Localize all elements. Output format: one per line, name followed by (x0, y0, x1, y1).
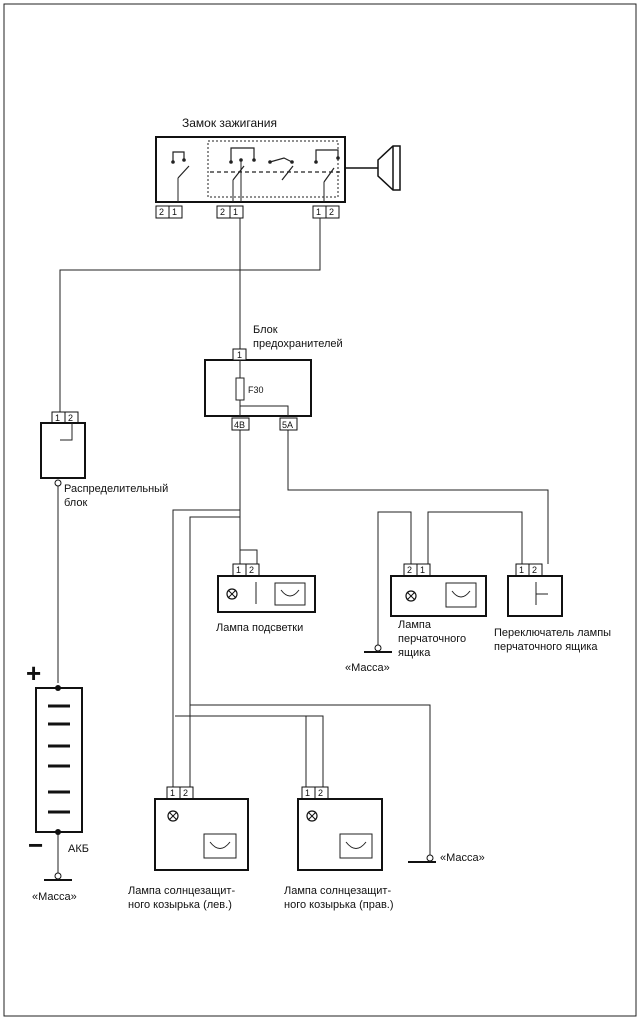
wires (57, 218, 549, 873)
pin-label: 1 (233, 207, 238, 217)
visor-right-label-1: Лампа солнцезащит- (284, 885, 392, 897)
glovebox-lamp (390, 563, 487, 617)
pin-label: 2 (532, 565, 537, 575)
ground-label-visors: «Масса» (440, 852, 485, 864)
pin-label: 2 (68, 413, 73, 423)
visor-lamp-right (297, 786, 383, 871)
pin-label: 1 (519, 565, 524, 575)
pin-label: 1 (305, 788, 310, 798)
battery (35, 685, 83, 835)
distribution-block (40, 411, 86, 487)
battery-plus: + (26, 658, 42, 688)
fuse-block (204, 348, 312, 431)
glovebox-lamp-label-1: Лампа (398, 619, 431, 631)
distrib-label-1: Распределительный (64, 483, 169, 495)
battery-label: АКБ (68, 843, 89, 855)
pin-label: 2 (329, 207, 334, 217)
ground-symbols (44, 644, 436, 881)
visor-right-label-2: ного козырька (прав.) (284, 899, 394, 911)
battery-minus: − (28, 830, 44, 860)
visor-left-label-1: Лампа солнцезащит- (128, 885, 236, 897)
pin-label: 1 (236, 565, 241, 575)
pin-label: 1 (55, 413, 60, 423)
pin-label: 2 (220, 207, 225, 217)
ignition-key-icon (345, 145, 401, 191)
glovebox-switch-label-1: Переключатель лампы (494, 627, 612, 639)
pin-label: 1 (172, 207, 177, 217)
backlight-lamp (217, 563, 316, 613)
pin-label: 1 (237, 350, 242, 360)
ground-label-glovebox: «Масса» (345, 662, 390, 674)
pin-label: 1 (420, 565, 425, 575)
pin-label: 2 (407, 565, 412, 575)
pin-label: 2 (249, 565, 254, 575)
ground-label-battery: «Масса» (32, 891, 77, 903)
pin-label: 2 (318, 788, 323, 798)
ignition-connectors (155, 205, 340, 219)
backlight-lamp-label: Лампа подсветки (216, 622, 304, 634)
distrib-label-2: блок (64, 497, 88, 509)
glovebox-switch (507, 563, 563, 617)
glovebox-lamp-label-3: ящика (398, 647, 431, 659)
pin-label: 1 (316, 207, 321, 217)
ignition-switch (155, 136, 401, 203)
pin-label: 4B (234, 420, 245, 430)
ignition-label: Замок зажигания (182, 116, 277, 130)
pin-label: 2 (183, 788, 188, 798)
pin-label: 1 (170, 788, 175, 798)
page-frame (3, 3, 637, 1017)
glovebox-switch-label-2: перчаточного ящика (494, 641, 598, 653)
fuse-label: F30 (248, 385, 264, 395)
visor-left-label-2: ного козырька (лев.) (128, 899, 232, 911)
visor-lamp-left (154, 786, 249, 871)
pin-label: 2 (159, 207, 164, 217)
pin-label: 5A (282, 420, 293, 430)
glovebox-lamp-label-2: перчаточного (398, 633, 467, 645)
fuse-block-label-2: предохранителей (253, 338, 343, 350)
fuse-block-label-1: Блок (253, 324, 278, 336)
